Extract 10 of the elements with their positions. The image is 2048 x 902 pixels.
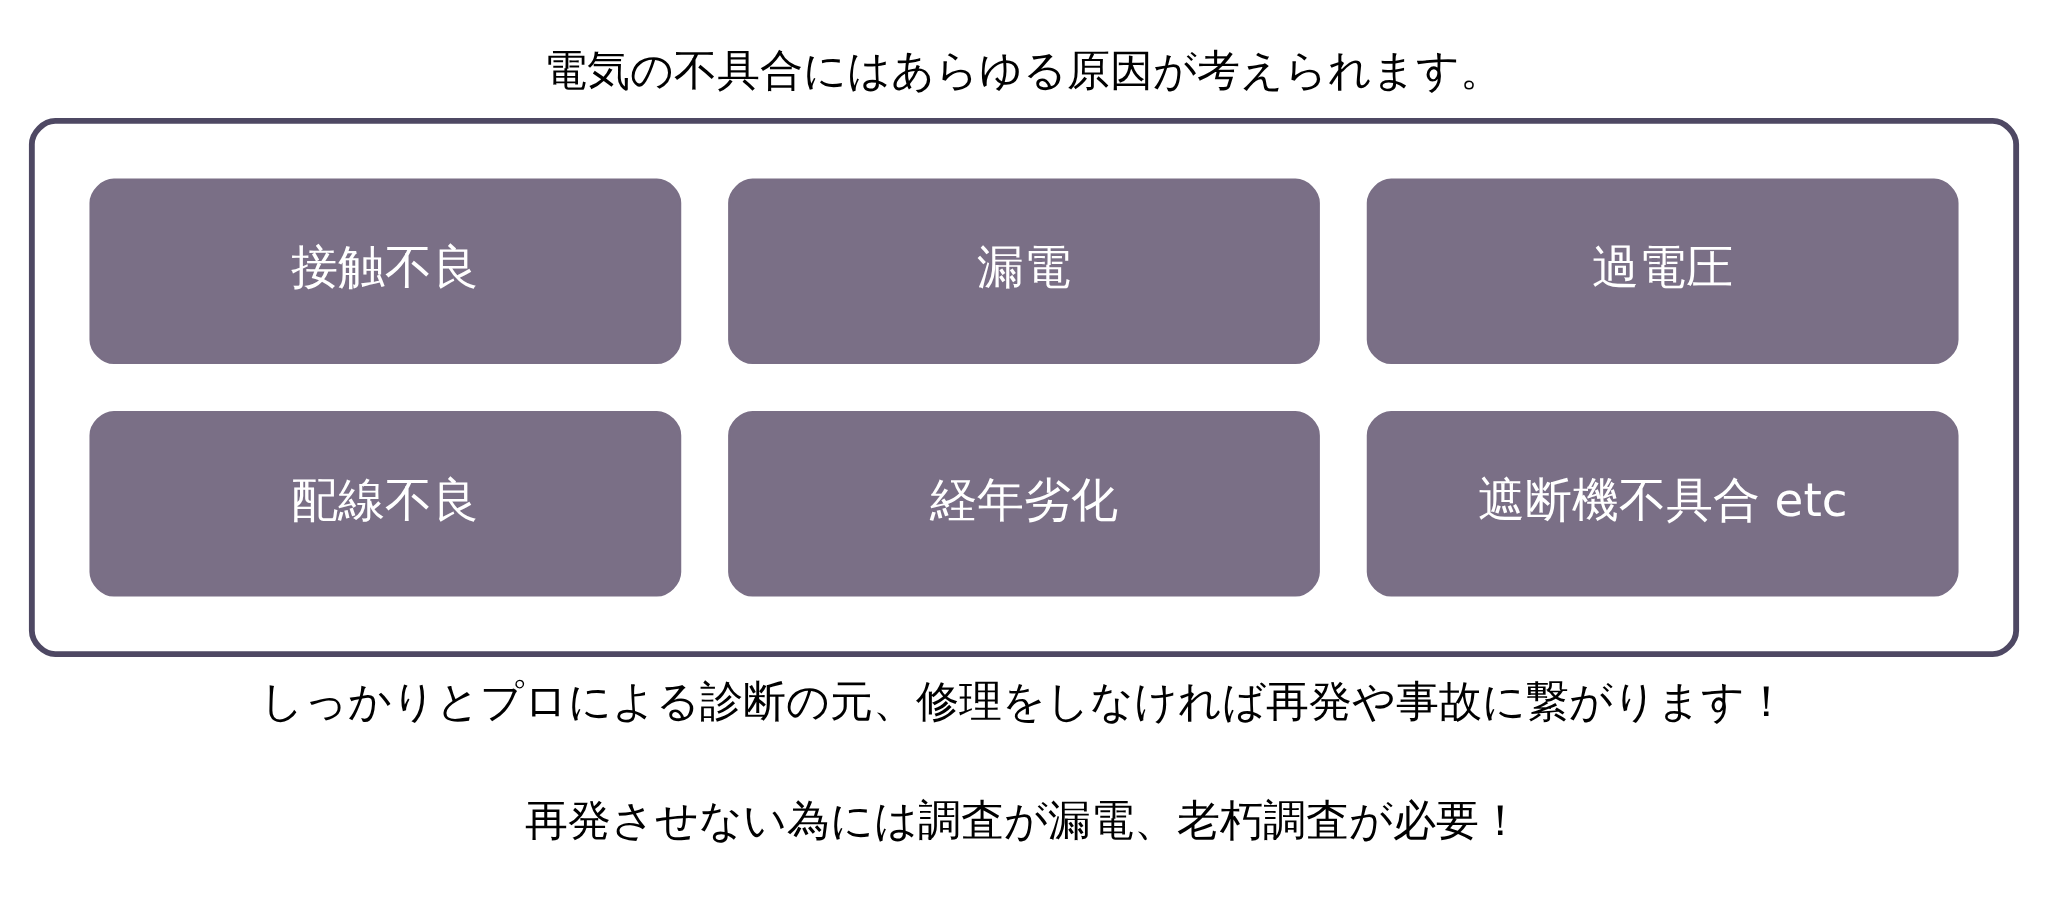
node-box: 漏電 (728, 178, 1320, 365)
node-box: 遮断機不具合 etc (1366, 410, 1959, 597)
node-box: 過電圧 (1366, 178, 1959, 365)
diagram-title: 電気の不具合にはあらゆる原因が考えられます。 (544, 45, 1504, 95)
label: 再発させない為には調査が漏電、老朽調査が必要！ (525, 794, 1523, 845)
cluster (28, 118, 2020, 658)
node-box: 接触不良 (89, 178, 682, 365)
node-box: 配線不良 (89, 410, 682, 597)
label: しっかりとプロによる診断の元、修理をしなければ再発や事故に繋がります！ (260, 675, 1788, 726)
node-box: 経年劣化 (728, 410, 1320, 597)
